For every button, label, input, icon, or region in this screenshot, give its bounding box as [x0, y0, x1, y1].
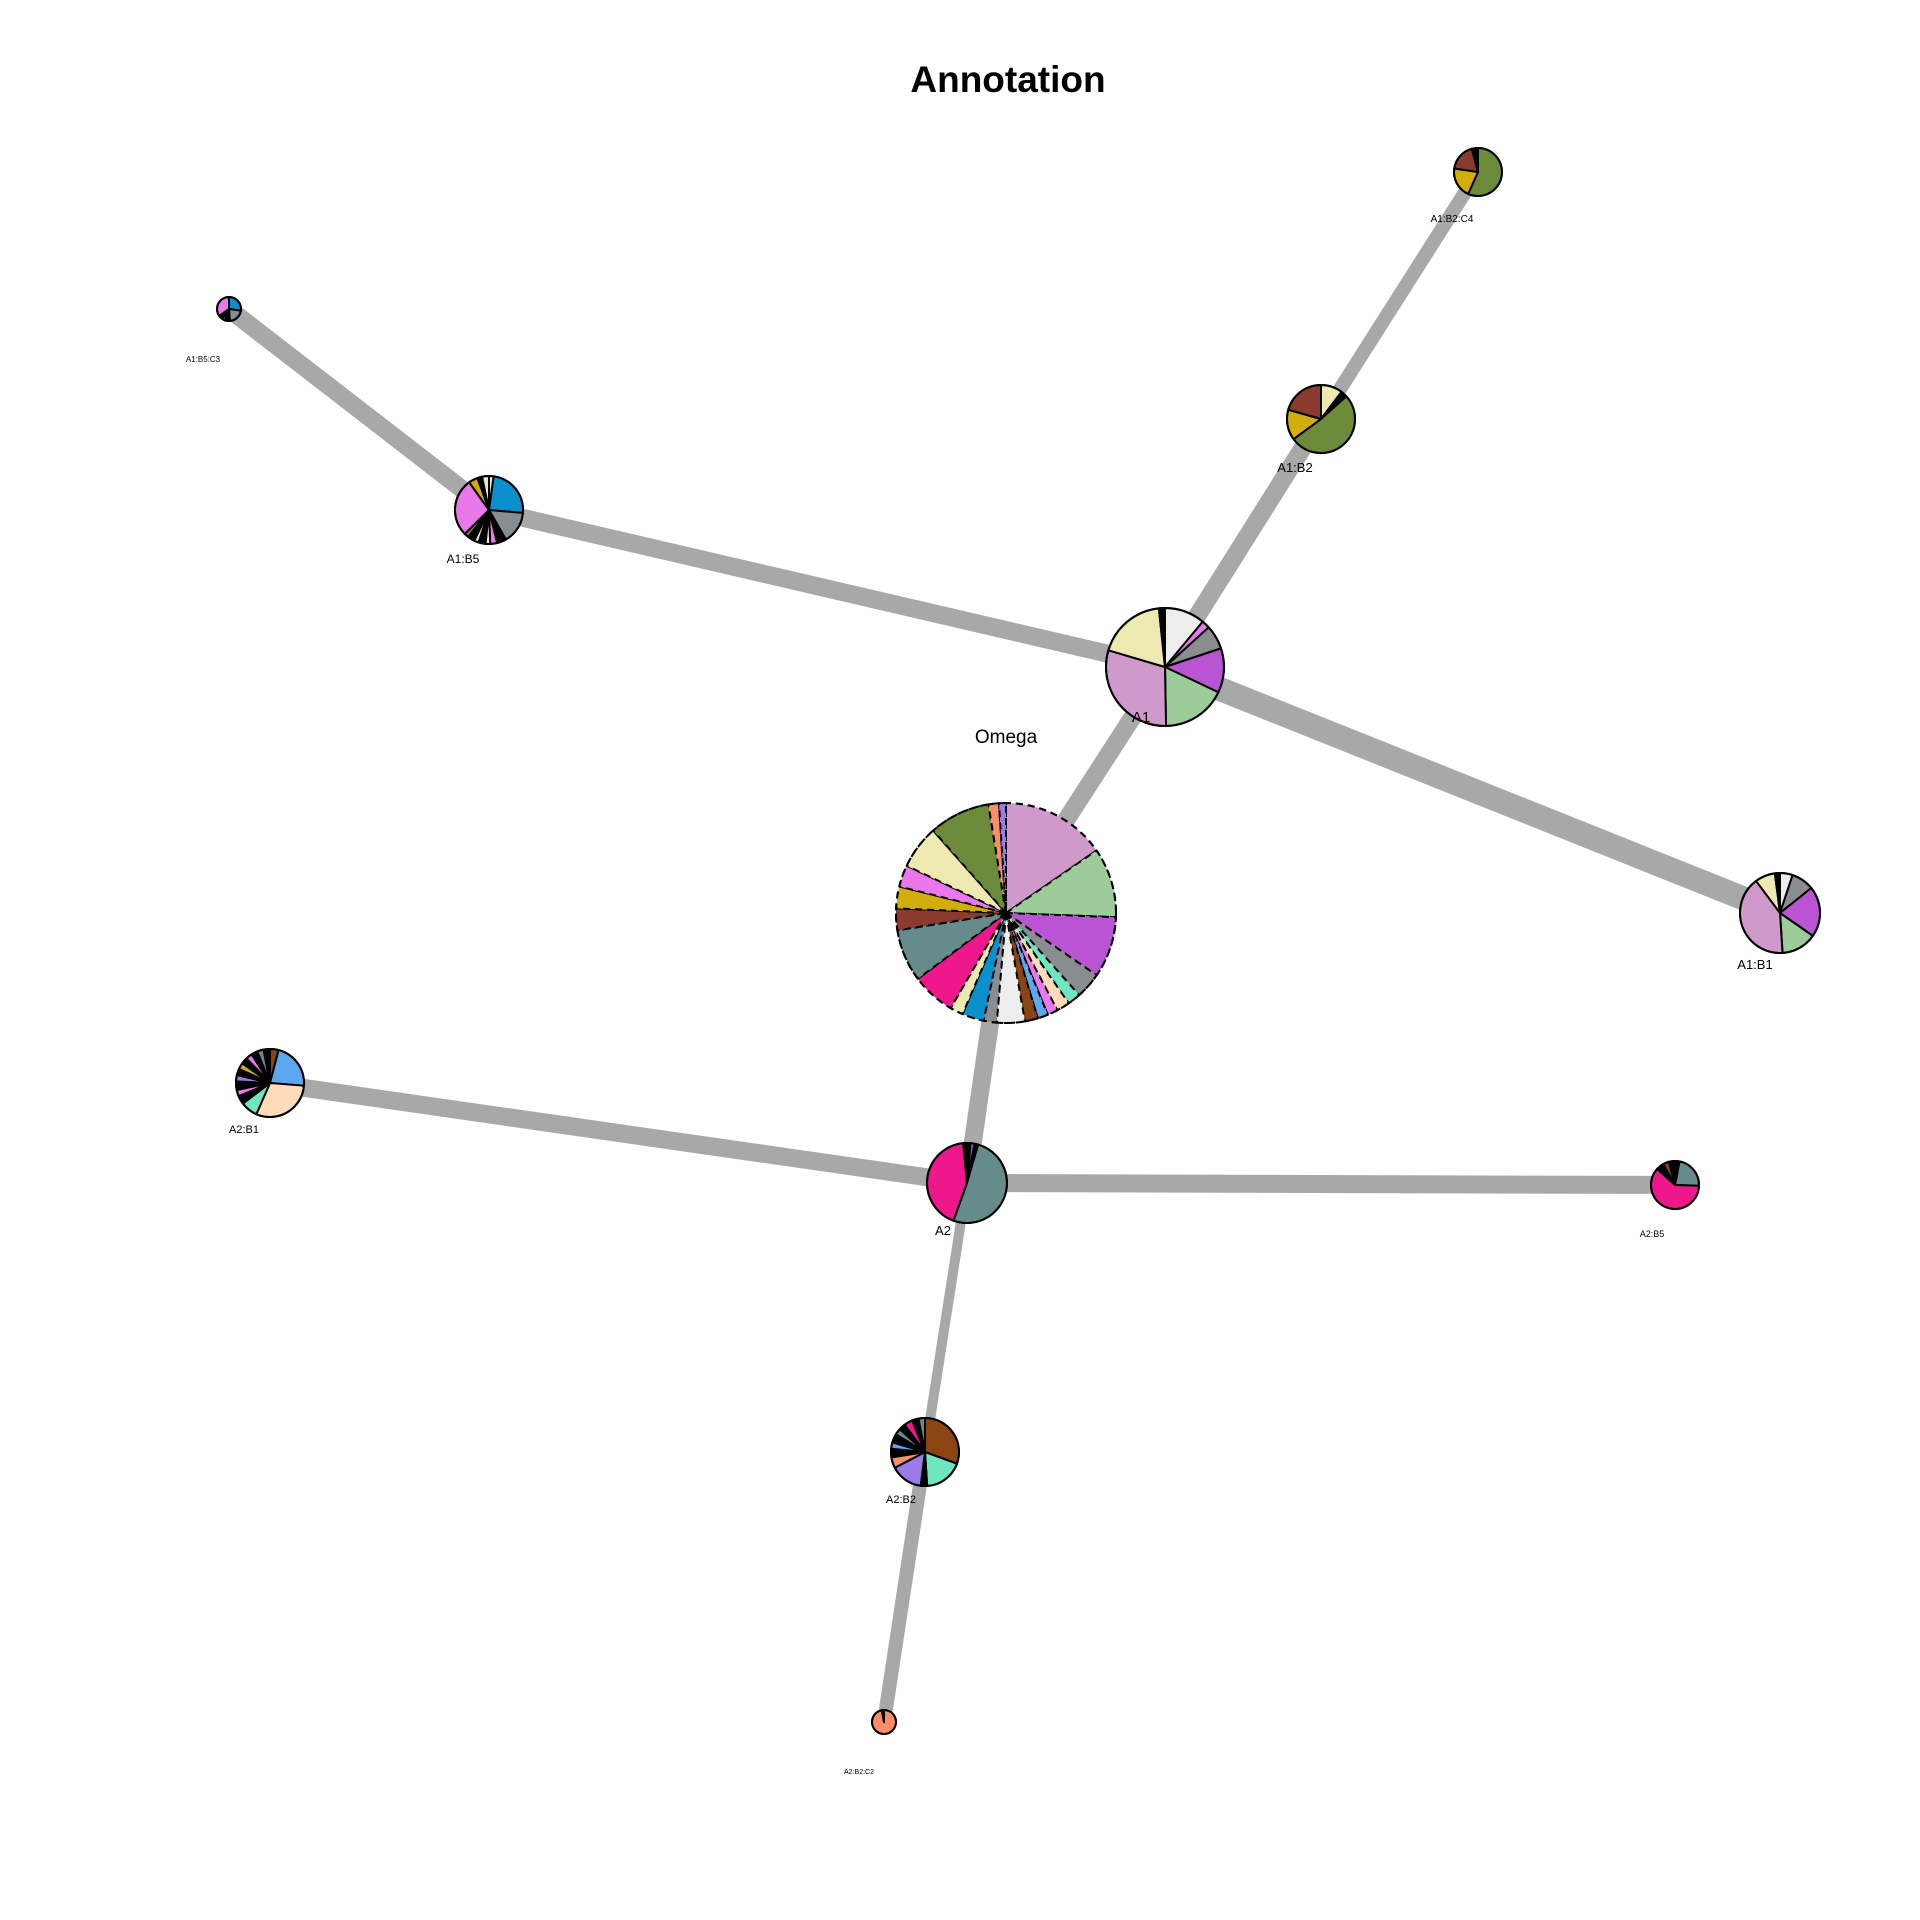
node-root: Omega: [895, 727, 1117, 1024]
edge-a2-to-a2-b2: [920, 1182, 972, 1453]
node-a1: A1: [1105, 607, 1225, 727]
edge-a2-to-a2-b1: [268, 1074, 969, 1192]
node-label-root: Omega: [975, 727, 1038, 748]
node-label-a1-b2-c4: A1:B2:C4: [1431, 214, 1474, 225]
edge-a1-to-a1-b5: [486, 501, 1168, 676]
node-outline-root: [895, 802, 1117, 1024]
node-label-a1-b5-c3: A1:B5:C3: [186, 355, 221, 364]
node-outline-a1-b5: [454, 475, 524, 545]
node-outline-a2: [926, 1142, 1008, 1224]
node-outline-a2-b2-c2: [871, 1709, 897, 1735]
pie-slice-root-18: [905, 829, 1007, 914]
node-outline-a1: [1105, 607, 1225, 727]
node-a1-b1: A1:B1: [1737, 872, 1821, 972]
node-outline-a1-b2: [1286, 384, 1356, 454]
edge-a1-b5-to-a1-b5-c3: [223, 301, 495, 518]
node-outline-a1-b1: [1739, 872, 1821, 954]
node-label-a2-b5: A2:B5: [1640, 1229, 1665, 1239]
node-a1-b5: A1:B5: [447, 474, 524, 566]
edge-a1-b2-to-a1-b2-c4: [1315, 168, 1484, 423]
node-a2-b2-c2: A2:B2:C2: [844, 1708, 897, 1776]
node-outline-a2-b5: [1650, 1160, 1700, 1210]
node-outline-a1-b2-c4: [1453, 147, 1503, 197]
node-a2-b2: A2:B2: [886, 1417, 960, 1506]
node-label-a2-b2: A2:B2: [886, 1494, 916, 1506]
node-outline-a2-b1: [235, 1048, 305, 1118]
edge-a1-to-a1-b1: [1160, 655, 1785, 925]
node-a2: A2: [926, 1142, 1008, 1238]
node-label-a1-b2: A1:B2: [1277, 460, 1312, 475]
nodes-layer: OmegaA1A2A1:B1A1:B2A1:B5A2:B1A2:B2A2:B5A…: [186, 146, 1821, 1776]
node-label-a1-b1: A1:B1: [1737, 957, 1772, 972]
node-label-a2-b2-c2: A2:B2:C2: [844, 1769, 874, 1776]
node-a2-b1: A2:B1: [229, 1047, 305, 1136]
edge-a2-b2-to-a2-b2-c2: [877, 1450, 932, 1724]
edge-a2-to-a2-b5: [966, 1174, 1676, 1194]
node-outline-a1-b5-c3: [216, 296, 242, 322]
pie-slice-a1-b5-1: [488, 475, 524, 514]
node-outline-a2-b2: [890, 1417, 960, 1487]
node-label-a1-b5: A1:B5: [447, 552, 480, 566]
node-a1-b2: A1:B2: [1277, 384, 1357, 475]
node-label-a1: A1: [1132, 709, 1150, 726]
edges-layer: [223, 168, 1785, 1724]
node-label-a2-b1: A2:B1: [229, 1124, 259, 1136]
node-a1-b5-c3: A1:B5:C3: [186, 296, 242, 364]
node-a2-b5: A2:B5: [1640, 1159, 1700, 1239]
node-a1-b2-c4: A1:B2:C4: [1431, 146, 1503, 225]
node-label-a2: A2: [935, 1223, 951, 1238]
diagram-title: Annotation: [910, 59, 1105, 100]
